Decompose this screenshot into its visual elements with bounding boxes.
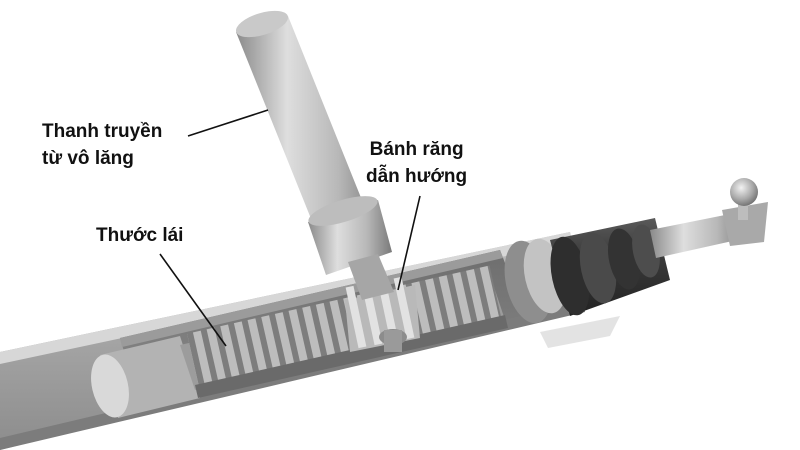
label-steering-shaft: Thanh truyền từ vô lăng [42,118,162,172]
label-steering-shaft-line1: Thanh truyền [42,121,163,142]
label-steering-shaft-line2: từ vô lăng [42,148,134,169]
label-pinion-gear: Bánh răng dẫn hướng [366,136,467,190]
thread-shadow [540,316,620,348]
label-pinion-gear-line1: Bánh răng [369,139,464,160]
label-pinion-gear-line2: dẫn hướng [366,166,468,187]
pointer-line-pinion [397,195,421,291]
pinion-gear [345,276,420,352]
rack-bar [180,265,508,398]
label-rack-line1: Thước lái [96,225,184,246]
pointer-line-rack [159,253,227,347]
label-rack: Thước lái [96,222,183,249]
steering-shaft [235,10,394,300]
tie-rod [650,178,768,258]
rack-bushing [91,336,200,418]
pointer-line-shaft [187,109,269,137]
